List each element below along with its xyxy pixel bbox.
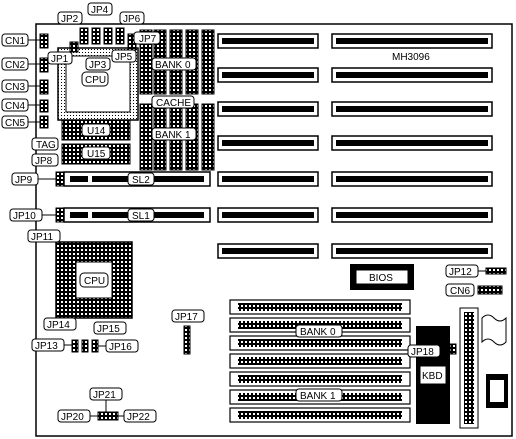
jp21-label: JP21 [93, 390, 116, 401]
cn1-label: CN1 [5, 36, 25, 47]
jp9-header [55, 171, 65, 187]
cn5-label: CN5 [5, 118, 25, 129]
jp20-jp22-header [97, 411, 119, 421]
jp3-label: JP3 [89, 60, 107, 71]
cn3-label: CN3 [5, 82, 25, 93]
tag-label: TAG [36, 140, 56, 151]
bank1-top-label: BANK 1 [155, 130, 191, 141]
cn6-label: CN6 [450, 286, 470, 297]
jp6-label: JP6 [123, 14, 141, 25]
jp22-label: JP22 [127, 412, 150, 423]
main-cpu-label: CPU [84, 276, 105, 287]
cache-label: CACHE [156, 98, 191, 109]
jp18-label: JP18 [411, 347, 434, 358]
cn4-label: CN4 [5, 101, 25, 112]
jp18-header [449, 343, 457, 355]
cn2-label: CN2 [5, 60, 25, 71]
bios-label: BIOS [369, 273, 393, 284]
jp2-label: JP2 [61, 14, 79, 25]
bank0-top-label: BANK 0 [155, 60, 191, 71]
jp16-label: JP16 [109, 342, 132, 353]
u14-label: U14 [87, 126, 106, 137]
jp12-label: JP12 [449, 267, 472, 278]
cn6-connector [477, 285, 503, 295]
jp13-label: JP13 [35, 341, 58, 352]
bank1-bottom-label: BANK 1 [300, 391, 336, 402]
callouts: CN1 CN2 CN3 CN4 CN5 JP4 JP2 JP6 JP7 JP1 … [1, 2, 486, 423]
cpu-jumpers [71, 339, 99, 353]
jp1-label: JP1 [51, 54, 69, 65]
jp14-label: JP14 [47, 320, 70, 331]
jp15-label: JP15 [97, 324, 120, 335]
sl2-label: SL2 [132, 175, 150, 186]
jp17-header [183, 325, 191, 355]
jp17-label: JP17 [175, 312, 198, 323]
kbd-label: KBD [422, 371, 443, 382]
jp10-header [55, 207, 65, 223]
bank0-bottom-label: BANK 0 [300, 327, 336, 338]
jp11-label: JP11 [31, 232, 53, 243]
top-jumper-headers [69, 27, 137, 53]
jp20-label: JP20 [61, 412, 84, 423]
jp12-header [485, 267, 507, 275]
jp10-label: JP10 [13, 211, 36, 222]
jp8-label: JP8 [35, 156, 53, 167]
jp4-label: JP4 [91, 5, 109, 16]
power-connector [481, 314, 507, 346]
top-cpu-label: CPU [85, 75, 106, 86]
sl1-label: SL1 [132, 211, 150, 222]
bottom-simm-banks [229, 299, 411, 423]
jp9-label: JP9 [15, 175, 33, 186]
model-label: MH3096 [392, 52, 430, 63]
jp5-label: JP5 [115, 52, 133, 63]
u15-label: U15 [87, 149, 106, 160]
cn-connectors [39, 33, 49, 129]
top-memory-banks [139, 29, 215, 171]
jp7-label: JP7 [139, 34, 157, 45]
